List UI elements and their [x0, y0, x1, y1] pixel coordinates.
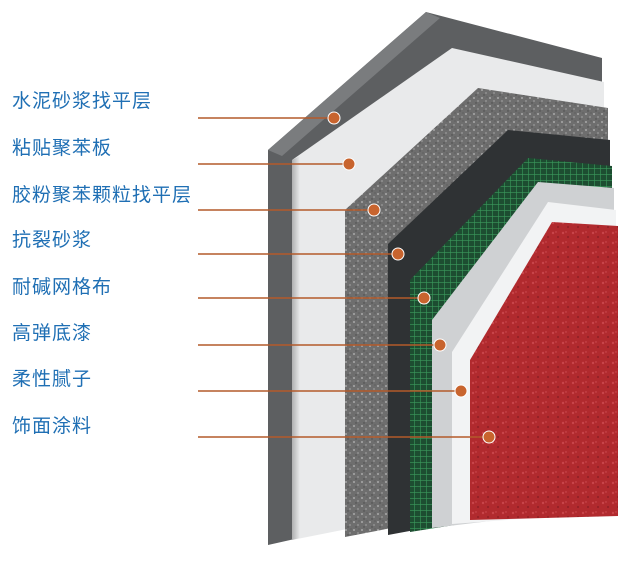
callout-dot-7 — [454, 384, 468, 398]
callout-dot-8 — [482, 430, 496, 444]
layer-label-flexible-putty: 柔性腻子 — [12, 368, 93, 390]
layer-label-finish-coating: 饰面涂料 — [12, 415, 93, 437]
layer-label-alkali-mesh: 耐碱网格布 — [12, 276, 113, 298]
layer-label-cement-mortar: 水泥砂浆找平层 — [12, 90, 153, 112]
layer-label-eps-board: 粘贴聚苯板 — [12, 137, 113, 159]
callout-dot-6 — [433, 338, 447, 352]
layer-label-anti-crack: 抗裂砂浆 — [12, 229, 93, 251]
callout-dot-5 — [417, 291, 431, 305]
callout-dot-4 — [391, 247, 405, 261]
layer-label-granule-leveling: 胶粉聚苯颗粒找平层 — [12, 184, 193, 206]
callout-dot-1 — [327, 111, 341, 125]
layer-eps-board-edge — [292, 156, 300, 540]
callout-dot-2 — [342, 157, 356, 171]
layer-label-elastic-primer: 高弹底漆 — [12, 322, 93, 344]
layer-finish-coating — [470, 222, 618, 520]
layer-cement-mortar-top — [268, 12, 440, 156]
callout-dot-3 — [367, 203, 381, 217]
